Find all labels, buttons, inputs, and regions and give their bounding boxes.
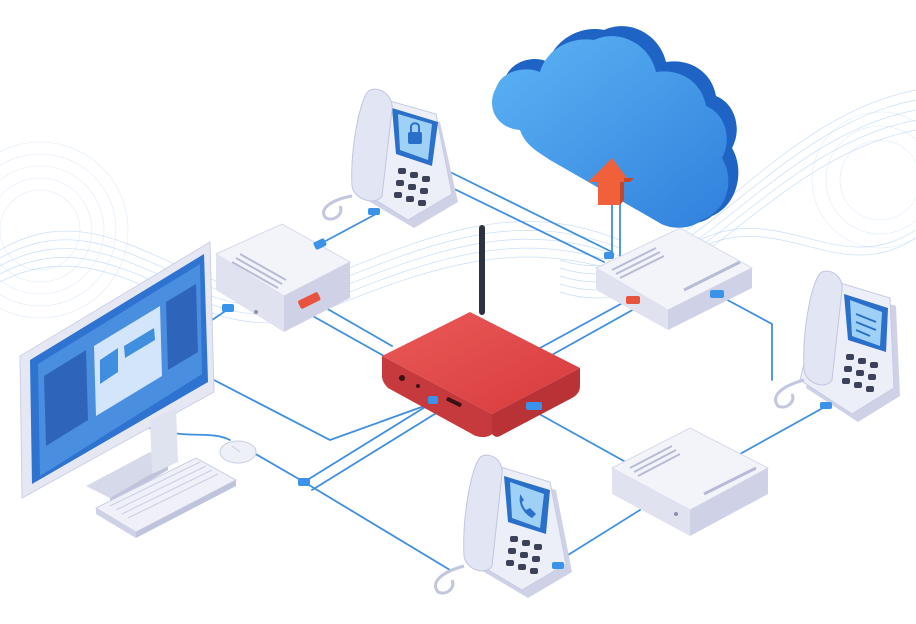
link-router-right-switch-2 bbox=[549, 307, 637, 357]
switch-vents bbox=[611, 247, 665, 279]
screen-ui-panels bbox=[44, 284, 198, 446]
ip-phone-top[interactable] bbox=[322, 88, 458, 228]
phone-port bbox=[368, 208, 380, 215]
keyboard-icon[interactable] bbox=[94, 457, 238, 538]
switch-vents bbox=[231, 253, 287, 289]
network-switch-left[interactable] bbox=[214, 223, 352, 332]
router-led bbox=[399, 375, 405, 381]
handset-icon bbox=[351, 88, 393, 202]
monitor-stand bbox=[86, 452, 168, 498]
router-port bbox=[446, 397, 462, 407]
router-led bbox=[416, 384, 420, 388]
network-switch-bottom[interactable] bbox=[610, 427, 770, 536]
network-switch-right[interactable] bbox=[594, 227, 754, 330]
link-right-phone-bottom-switch bbox=[739, 403, 831, 455]
network-connector bbox=[298, 478, 310, 486]
link-bottom-switch-bottom-phone bbox=[559, 509, 641, 561]
handset-cord bbox=[434, 564, 465, 595]
switch-port bbox=[626, 296, 640, 304]
link-monitor-network bbox=[213, 379, 431, 441]
handset-icon bbox=[803, 270, 843, 386]
phone-port bbox=[820, 402, 832, 409]
upload-arrow-icon bbox=[588, 158, 634, 205]
ip-phone-right[interactable] bbox=[774, 270, 900, 422]
switch-port bbox=[298, 292, 321, 309]
phone-keypad bbox=[842, 354, 878, 392]
wireless-router-icon[interactable] bbox=[382, 225, 580, 437]
phone-keypad bbox=[506, 536, 542, 574]
handset-icon bbox=[463, 454, 503, 572]
handset-cord bbox=[774, 378, 805, 409]
lock-icon bbox=[408, 122, 422, 144]
handset-cord bbox=[322, 194, 353, 221]
link-router-bottom-hub bbox=[303, 403, 431, 483]
switch-vents bbox=[629, 445, 681, 477]
router-connector bbox=[428, 396, 438, 404]
phone-keypad bbox=[394, 168, 430, 206]
router-connector bbox=[526, 402, 542, 410]
link-router-left-switch-2 bbox=[301, 309, 385, 357]
link-router-right-switch bbox=[539, 299, 629, 349]
list-icon bbox=[855, 313, 877, 337]
handset-icon bbox=[519, 494, 536, 518]
ip-phone-bottom[interactable] bbox=[434, 454, 572, 598]
cloud-icon bbox=[491, 26, 739, 228]
link-phone-right-switch-2 bbox=[439, 181, 605, 263]
link-router-bottom-hub-2 bbox=[311, 411, 439, 491]
mouse-icon[interactable] bbox=[219, 440, 257, 464]
switch-port bbox=[313, 238, 327, 250]
link-left-switch-phone bbox=[319, 213, 377, 245]
link-phone-right-switch bbox=[445, 169, 613, 253]
phone-port bbox=[552, 562, 564, 569]
link-hub-bottom-phone bbox=[303, 481, 451, 571]
link-right-switch-right-phone bbox=[719, 295, 773, 381]
switch-port bbox=[710, 290, 724, 298]
background-rings bbox=[0, 111, 916, 319]
switch-port bbox=[604, 252, 614, 259]
link-router-bottom-switch bbox=[531, 409, 641, 471]
monitor-neck bbox=[150, 408, 178, 474]
network-connector bbox=[222, 304, 234, 312]
keyboard-keys bbox=[109, 461, 219, 519]
